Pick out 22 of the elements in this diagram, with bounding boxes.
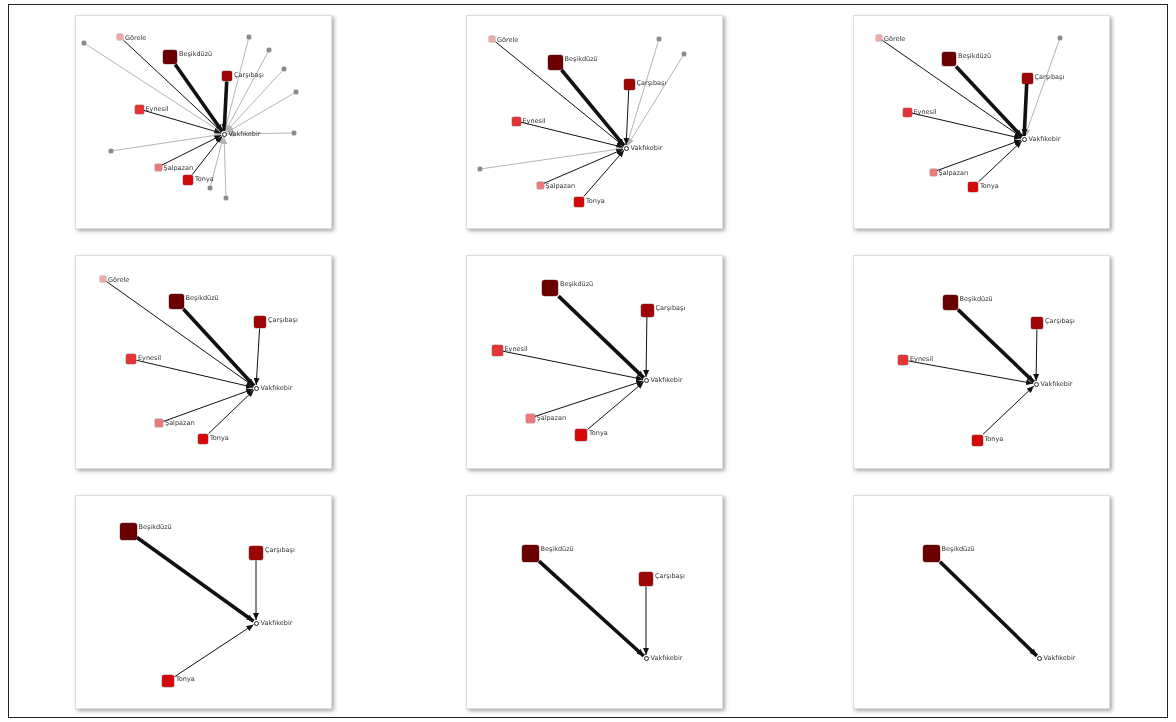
node-square xyxy=(682,52,686,56)
network-panel xyxy=(466,15,723,229)
node-square xyxy=(282,67,286,71)
node-square xyxy=(294,90,298,94)
network-panel xyxy=(466,255,723,469)
node-square xyxy=(657,37,661,41)
node-square xyxy=(82,41,86,45)
network-panel xyxy=(466,495,723,709)
node-square xyxy=(109,149,113,153)
node-square xyxy=(267,48,271,52)
node-square xyxy=(1058,36,1062,40)
node-square xyxy=(224,196,228,200)
node-square xyxy=(292,131,296,135)
node-square xyxy=(247,35,251,39)
node-square xyxy=(208,186,212,190)
network-panel xyxy=(75,15,332,229)
network-panel xyxy=(853,495,1110,709)
node-square xyxy=(478,167,482,171)
network-panel xyxy=(75,255,332,469)
network-panel xyxy=(853,255,1110,469)
network-panel xyxy=(75,495,332,709)
network-panel xyxy=(853,15,1110,229)
